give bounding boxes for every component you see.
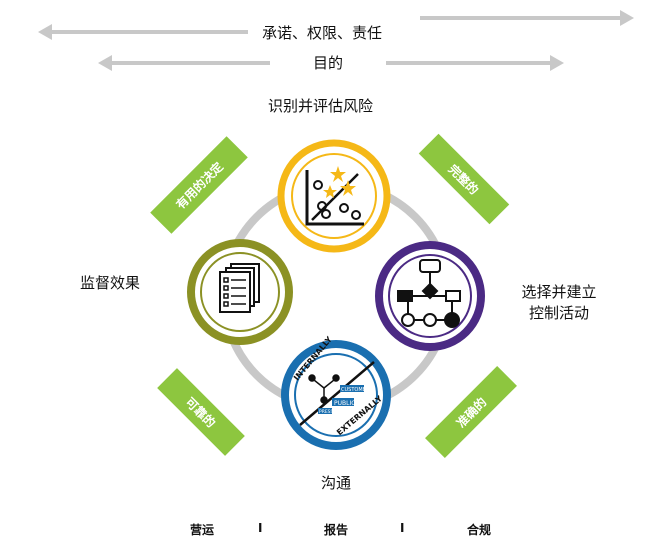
scatter-plot-icon bbox=[305, 170, 364, 226]
footer-compliance: 合规 bbox=[467, 523, 492, 537]
footer-reporting: 报告 bbox=[324, 523, 349, 537]
arrowhead-right-lower bbox=[550, 55, 564, 71]
customers-label: CUSTOMERS bbox=[341, 387, 372, 393]
footer-operations: 营运 bbox=[190, 523, 215, 537]
press-box bbox=[318, 408, 332, 414]
flowchart-icon bbox=[397, 259, 461, 328]
footer-separator-2: I bbox=[400, 521, 405, 535]
risk-circle bbox=[277, 139, 391, 253]
footer-separator-1: I bbox=[258, 521, 263, 535]
public-box bbox=[332, 398, 354, 406]
arrowhead-right-upper bbox=[620, 10, 634, 26]
arrows-layer bbox=[38, 10, 634, 71]
monitoring-circle bbox=[187, 239, 293, 345]
arrowhead-left-lower bbox=[98, 55, 112, 71]
control-activities-line2: 控制活动 bbox=[528, 304, 589, 322]
control-activities-line1: 选择并建立 bbox=[521, 283, 597, 301]
commitment-label: 承诺、权限、责任 bbox=[262, 24, 383, 42]
press-label: PRESS bbox=[319, 409, 334, 415]
identify-risk-label: 识别并评估风险 bbox=[268, 97, 374, 115]
customers-box bbox=[340, 385, 364, 392]
star-icon bbox=[323, 166, 356, 198]
checklist-icon bbox=[219, 263, 260, 313]
people-network-icon bbox=[308, 374, 340, 404]
arrowhead-left-upper bbox=[38, 24, 52, 40]
communication-label: 沟通 bbox=[321, 474, 352, 492]
control-activities-label: 选择并建立 控制活动 bbox=[514, 281, 604, 323]
purpose-label: 目的 bbox=[313, 54, 344, 72]
monitoring-label: 监督效果 bbox=[80, 274, 141, 292]
control-circle bbox=[375, 241, 485, 351]
public-label: PUBLIC bbox=[334, 400, 355, 407]
communication-circle: CUSTOMERS PUBLIC PRESS INTERNALLY EXTERN… bbox=[281, 335, 391, 450]
